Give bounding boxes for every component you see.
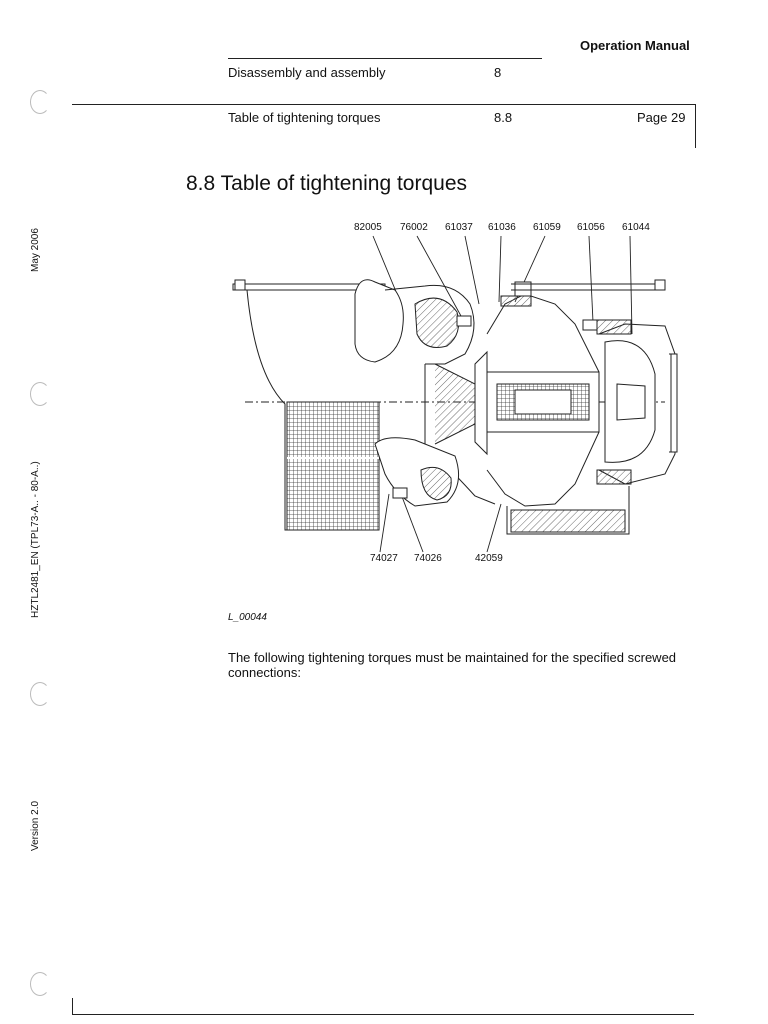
sidebar-date: May 2006: [30, 228, 41, 272]
section-heading: 8.8 Table of tightening torques: [186, 172, 467, 196]
section-heading-number: 8.8: [186, 172, 216, 195]
part-label: 74026: [414, 553, 442, 564]
part-label: 42059: [475, 553, 503, 564]
binder-hole: [30, 90, 50, 114]
figure-reference: L_00044: [228, 612, 267, 623]
part-label: 61044: [622, 222, 650, 233]
binder-hole: [30, 682, 50, 706]
section-heading-text: Table of tightening torques: [220, 172, 468, 195]
sidebar-doc-id: HZTL2481_EN (TPL73-A.. - 80-A..): [30, 461, 41, 618]
header-rule-top: [228, 58, 542, 59]
footer-rule-vertical: [72, 998, 73, 1014]
manual-title: Operation Manual: [580, 38, 690, 53]
chapter-number: 8: [494, 65, 502, 80]
part-label: 61036: [488, 222, 516, 233]
section-title-header: Table of tightening torques: [228, 110, 381, 125]
part-label: 76002: [400, 222, 428, 233]
chapter-title: Disassembly and assembly: [228, 65, 386, 80]
part-label: 61059: [533, 222, 561, 233]
sidebar-version: Version 2.0: [30, 800, 41, 851]
turbocharger-cross-section-drawing: [232, 235, 678, 553]
footer-rule: [72, 1014, 694, 1015]
page-label: Page 29: [637, 110, 686, 125]
part-label: 74027: [370, 553, 398, 564]
part-label: 61037: [445, 222, 473, 233]
header-rule-middle: [72, 104, 696, 105]
binder-hole: [30, 972, 50, 996]
intro-paragraph: The following tightening torques must be…: [228, 650, 677, 680]
part-label: 82005: [354, 222, 382, 233]
header-rule-vertical: [695, 104, 696, 148]
binder-hole: [30, 382, 50, 406]
part-label: 61056: [577, 222, 605, 233]
leader-lines: [372, 235, 633, 553]
section-number-header: 8.8: [494, 110, 513, 125]
